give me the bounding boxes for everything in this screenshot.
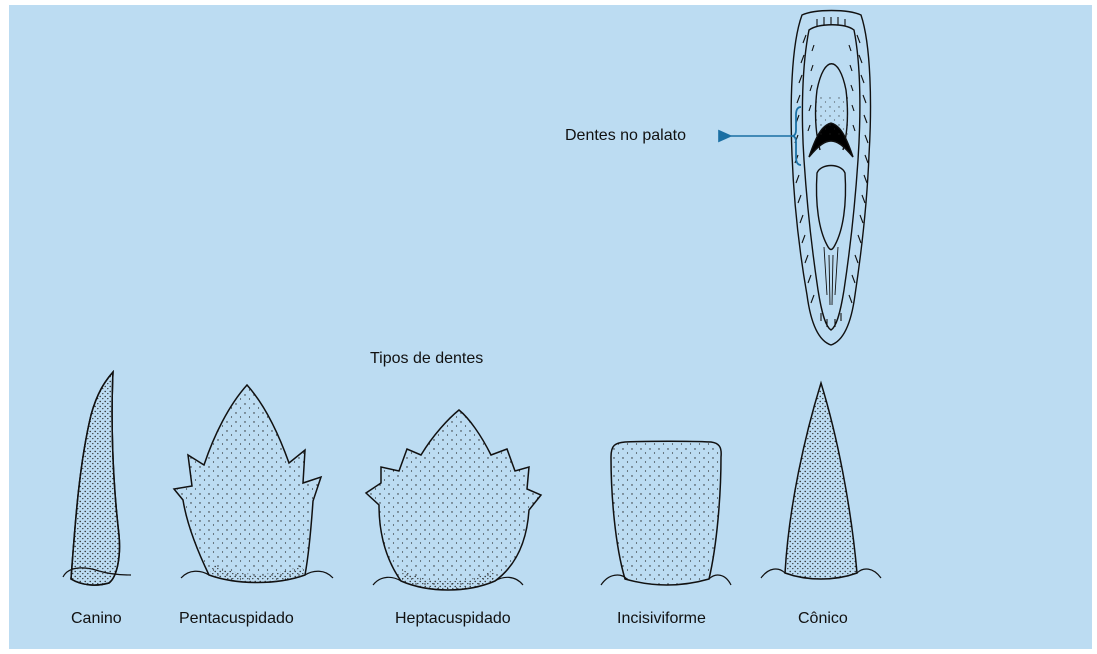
heptacuspidado-tooth [366,410,541,590]
incisiviforme-label: Incisiviforme [617,610,706,628]
palate-teeth-label: Dentes no palato [565,127,686,145]
canino-tooth [63,372,131,585]
heptacuspidado-label: Heptacuspidado [395,610,511,628]
pentacuspidado-label: Pentacuspidado [179,610,294,628]
teeth-diagram [9,5,1092,649]
section-title: Tipos de dentes [370,350,483,368]
trachea [824,247,838,305]
figure-panel: Dentes no palato Tipos de dentes Canino … [9,5,1092,649]
tongue-sheath [816,166,845,250]
conico-tooth [761,383,881,579]
snake-head-illustration [791,11,870,346]
canino-label: Canino [71,610,122,628]
pentacuspidado-tooth [174,385,333,583]
conico-label: Cônico [798,610,848,628]
tooth-row-right [849,35,868,303]
incisiviforme-tooth [601,441,731,585]
